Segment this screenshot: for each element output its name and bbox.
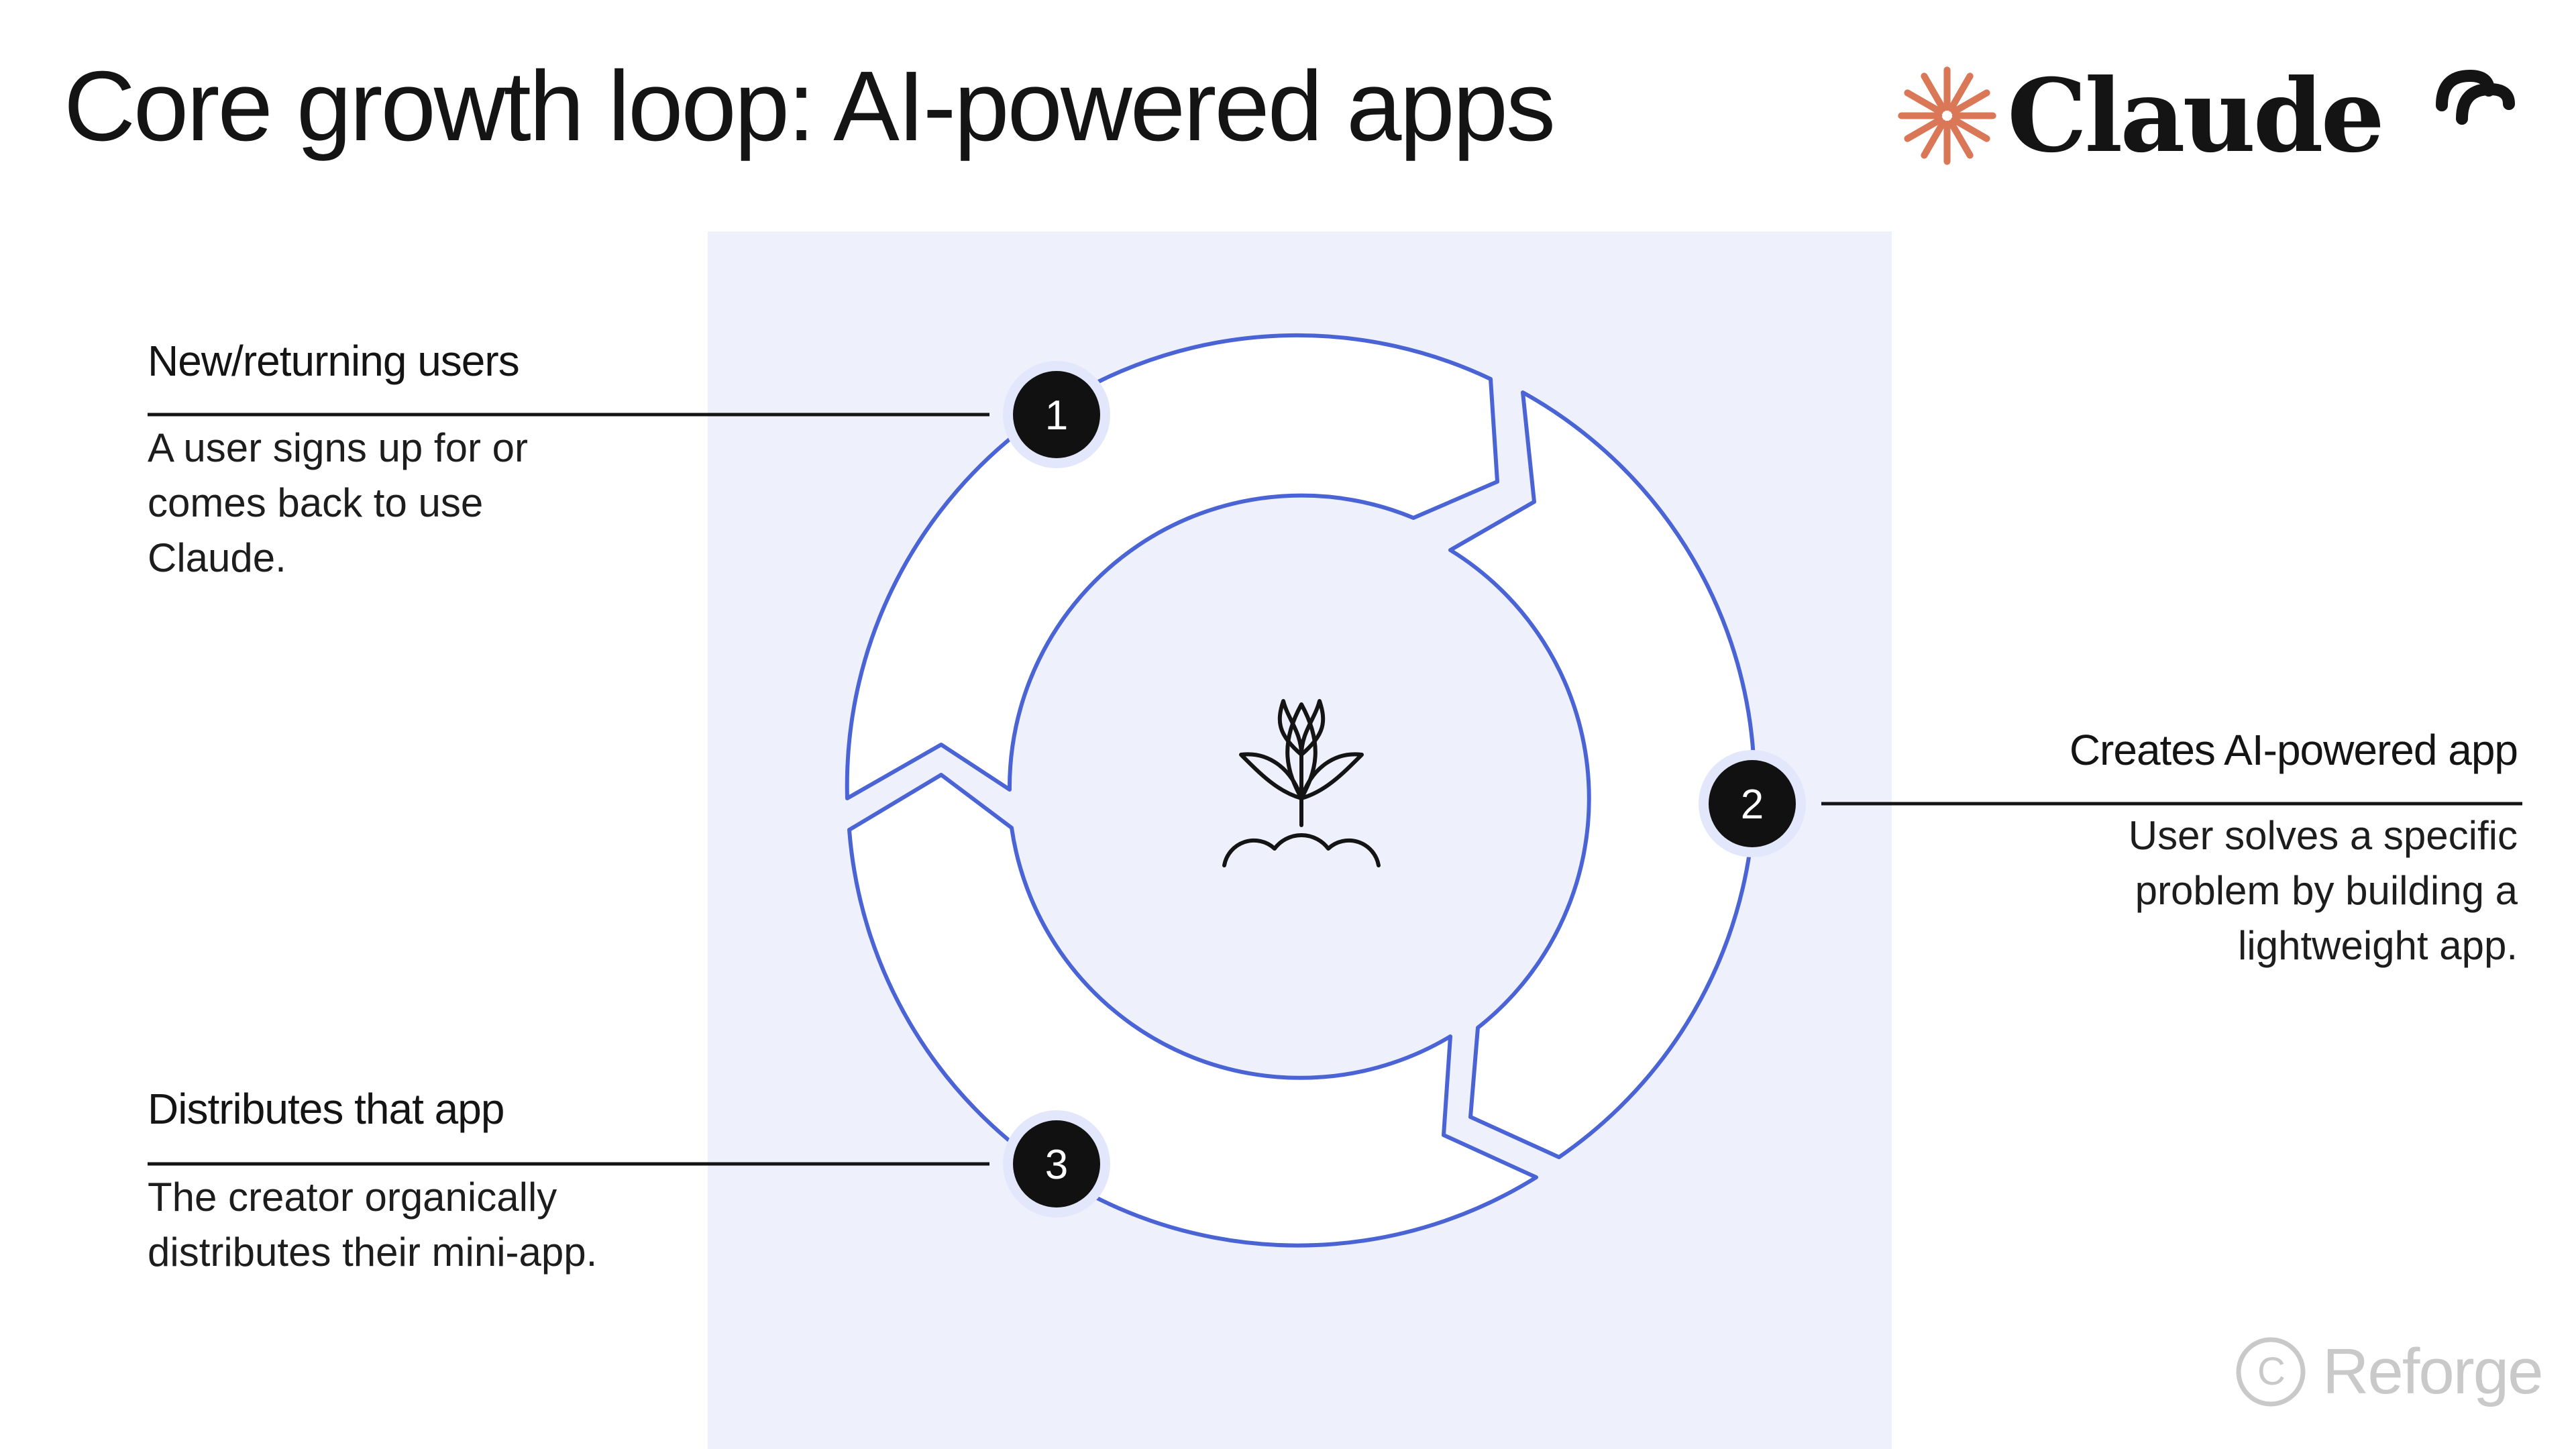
step-2-description: User solves a specific problem by buildi… bbox=[2128, 812, 2518, 968]
step-badge-3: 3 bbox=[1003, 1110, 1110, 1218]
loop-arrow-segment-3 bbox=[847, 773, 1538, 1248]
step-number-1: 1 bbox=[1045, 392, 1068, 439]
brand-name: Claude bbox=[2007, 56, 2385, 175]
step-badge-1: 1 bbox=[1003, 361, 1110, 468]
step-2-label: Creates AI-powered app User solves a spe… bbox=[1847, 724, 2518, 973]
step-1-label: New/returning users A user signs up for … bbox=[148, 335, 818, 586]
step-2-title: Creates AI-powered app bbox=[2069, 726, 2518, 774]
reforge-credit: C Reforge bbox=[2234, 1335, 2544, 1409]
step-number-3: 3 bbox=[1045, 1142, 1068, 1188]
step-1-title: New/returning users bbox=[148, 337, 520, 385]
step-number-2: 2 bbox=[1741, 782, 1764, 828]
loop-arrow-segment-2 bbox=[1448, 390, 1757, 1159]
sparkle-burst-icon bbox=[1898, 66, 1996, 165]
claude-brand: Claude bbox=[1895, 56, 2385, 175]
reforge-credit-text: Reforge bbox=[2322, 1336, 2544, 1407]
copyright-symbol: C bbox=[2257, 1350, 2284, 1393]
loop-arrow-segment-1 bbox=[845, 333, 1499, 800]
step-3-description: The creator organically distributes thei… bbox=[148, 1174, 598, 1275]
copyright-icon: C bbox=[2236, 1337, 2306, 1407]
step-3-title: Distributes that app bbox=[148, 1085, 504, 1133]
step-1-description: A user signs up for or comes back to use… bbox=[148, 425, 528, 580]
reforge-logo-icon bbox=[2436, 69, 2515, 125]
step-badge-2: 2 bbox=[1699, 750, 1806, 857]
step-3-label: Distributes that app The creator organic… bbox=[148, 1083, 818, 1280]
page-title: Core growth loop: AI-powered apps bbox=[64, 51, 1556, 162]
sprouting-plant-icon bbox=[1222, 699, 1381, 867]
